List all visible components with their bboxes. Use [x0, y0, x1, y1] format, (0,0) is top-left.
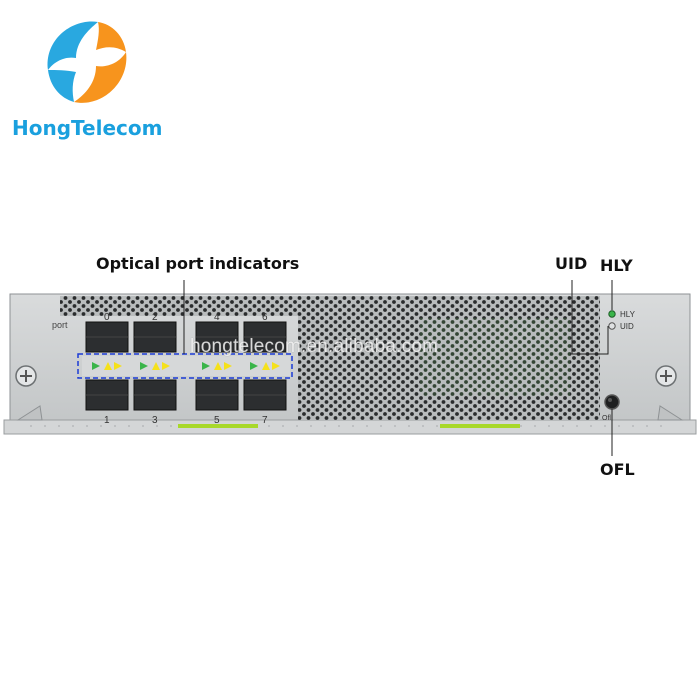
watermark-text: hongtelecom.en.alibaba.com — [190, 336, 439, 357]
port-number-0: 0 — [104, 312, 110, 323]
ofl-callout-label: OFL — [600, 460, 635, 479]
indicator-strip — [82, 356, 290, 376]
right-handle-strip — [440, 424, 520, 428]
left-handle-strip — [178, 424, 258, 428]
indicator-pair-2-3 — [140, 362, 170, 370]
hongtelecom-logo — [47, 21, 127, 103]
port-number-7: 7 — [262, 415, 268, 426]
port-number-4: 4 — [214, 312, 220, 323]
hly-led — [608, 310, 616, 318]
indicator-pair-6-7 — [250, 362, 280, 370]
indicator-pair-4-5 — [202, 362, 232, 370]
right-screw-icon — [655, 365, 677, 387]
port-number-5: 5 — [214, 415, 220, 426]
hly-led-label: HLY — [620, 310, 636, 319]
uid-led-label: UID — [620, 322, 634, 331]
port-number-3: 3 — [152, 415, 158, 426]
brand-name: HongTelecom — [12, 116, 163, 140]
ofl-panel-label: Ofl — [602, 415, 611, 422]
uid-led — [608, 322, 616, 330]
port-number-6: 6 — [262, 312, 268, 323]
optical-port-indicators-label: Optical port indicators — [96, 254, 300, 273]
port-number-2: 2 — [152, 312, 158, 323]
ofl-button — [604, 394, 620, 410]
optical-indicators-callout-box — [77, 353, 293, 379]
top-vent-strip — [60, 296, 600, 316]
indicator-pair-0-1 — [92, 362, 122, 370]
uid-callout-label: UID — [555, 254, 588, 273]
optical-port-indicators — [92, 362, 280, 370]
optical-cages — [85, 321, 287, 411]
hly-callout-label: HLY — [600, 256, 633, 275]
port-label: port — [52, 320, 68, 330]
uid-leader-line — [571, 280, 609, 355]
logo-orange-swoosh — [74, 52, 127, 103]
port-number-1: 1 — [104, 415, 110, 426]
left-screw-icon — [15, 365, 37, 387]
line-card-board: port 0 2 4 6 1 3 5 7 — [3, 280, 697, 456]
logo-blue-swoosh — [47, 21, 98, 70]
